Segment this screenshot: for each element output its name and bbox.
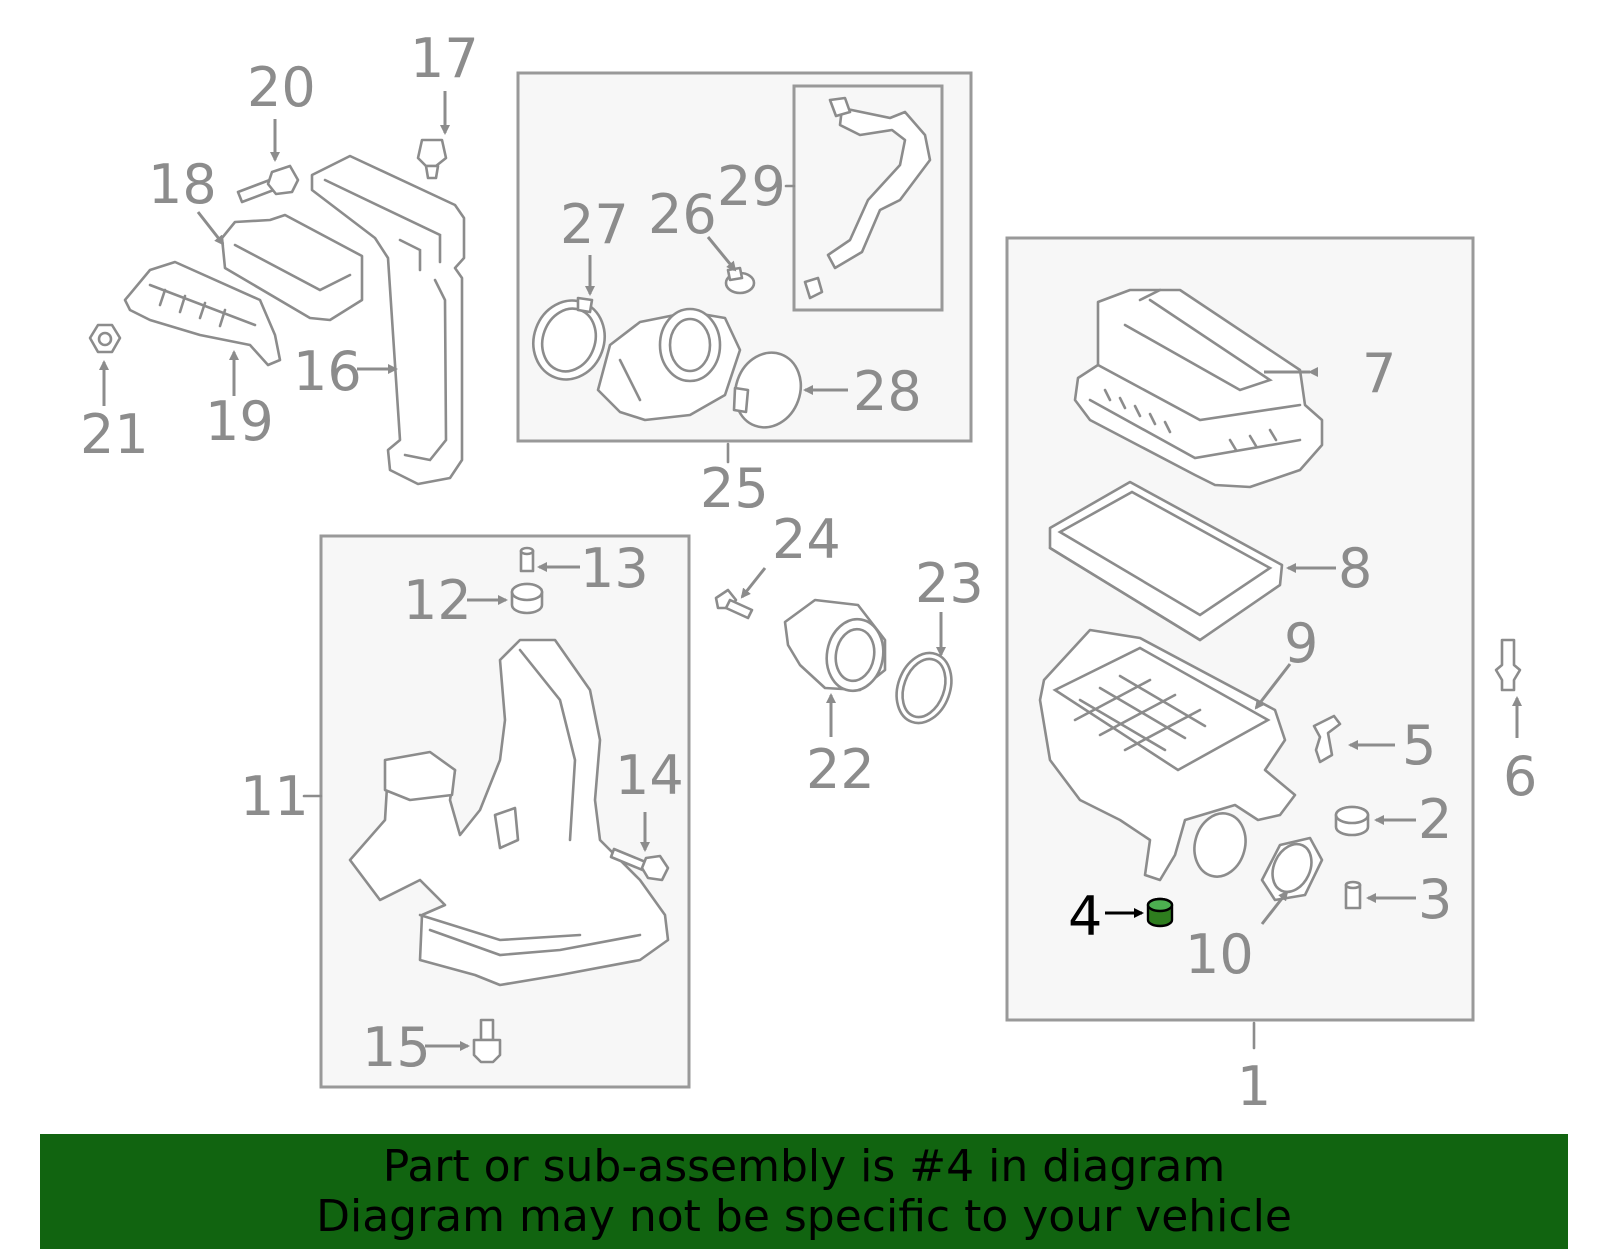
part-7-upper-housing — [1073, 288, 1324, 489]
part-29-hose — [803, 96, 932, 300]
label-4: 4 — [1068, 885, 1102, 948]
label-15: 15 — [362, 1016, 431, 1079]
part-8-filter — [1048, 480, 1284, 642]
part-21-nut — [88, 323, 122, 354]
label-9: 9 — [1284, 612, 1318, 675]
label-12: 12 — [403, 569, 472, 632]
part-23-o-ring — [895, 651, 953, 725]
leader-lines — [99, 91, 1522, 1051]
part-18-cover — [220, 213, 364, 322]
label-19: 19 — [205, 390, 274, 453]
label-10: 10 — [1185, 923, 1254, 986]
part-12-grommet — [510, 582, 544, 615]
part-14-bolt — [609, 847, 670, 882]
part-3-pin — [1344, 880, 1362, 910]
label-29: 29 — [717, 155, 786, 218]
label-3: 3 — [1418, 868, 1452, 931]
parts-diagram: 1 2 3 4 5 6 7 8 9 10 11 12 13 14 15 16 1… — [80, 27, 1537, 1118]
info-banner: Part or sub-assembly is #4 in diagram Di… — [40, 1134, 1568, 1249]
label-1: 1 — [1237, 1055, 1271, 1118]
label-16: 16 — [293, 340, 362, 403]
label-13: 13 — [580, 537, 649, 600]
part-6-push-pin — [1494, 638, 1522, 692]
label-2: 2 — [1418, 788, 1452, 851]
label-22: 22 — [806, 738, 875, 801]
part-24-bolt — [714, 588, 754, 620]
label-27: 27 — [560, 193, 629, 256]
banner-line-disclaimer: Diagram may not be specific to your vehi… — [316, 1190, 1292, 1242]
label-7: 7 — [1362, 342, 1396, 405]
label-11: 11 — [240, 765, 309, 828]
part-4-grommet-highlighted[interactable] — [1146, 897, 1174, 928]
label-18: 18 — [148, 153, 217, 216]
part-13-pin — [519, 546, 535, 573]
part-11-resonator — [348, 638, 670, 987]
part-22-maf-sensor — [783, 598, 887, 693]
label-6: 6 — [1503, 745, 1537, 808]
label-8: 8 — [1338, 537, 1372, 600]
part-5-clip — [1312, 714, 1342, 764]
part-27-clamp — [532, 296, 606, 381]
label-20: 20 — [247, 56, 316, 119]
label-28: 28 — [853, 360, 922, 423]
label-21: 21 — [80, 403, 149, 466]
part-28-gasket — [732, 351, 803, 429]
label-26: 26 — [648, 183, 717, 246]
part-20-bolt — [236, 164, 300, 204]
label-23: 23 — [915, 552, 984, 615]
part-2-grommet — [1334, 805, 1370, 837]
label-24: 24 — [772, 508, 841, 571]
part-25-intake-assembly — [596, 307, 742, 422]
part-16-intake-duct — [310, 154, 466, 486]
label-25: 25 — [700, 457, 769, 520]
part-15-bolt — [472, 1018, 502, 1064]
label-14: 14 — [615, 744, 684, 807]
label-17: 17 — [410, 27, 479, 90]
part-17-bolt — [416, 138, 448, 180]
part-9-lower-housing — [1038, 628, 1297, 882]
banner-line-part-number: Part or sub-assembly is #4 in diagram — [382, 1140, 1226, 1192]
part-19-bracket — [123, 260, 282, 367]
label-5: 5 — [1402, 714, 1436, 777]
